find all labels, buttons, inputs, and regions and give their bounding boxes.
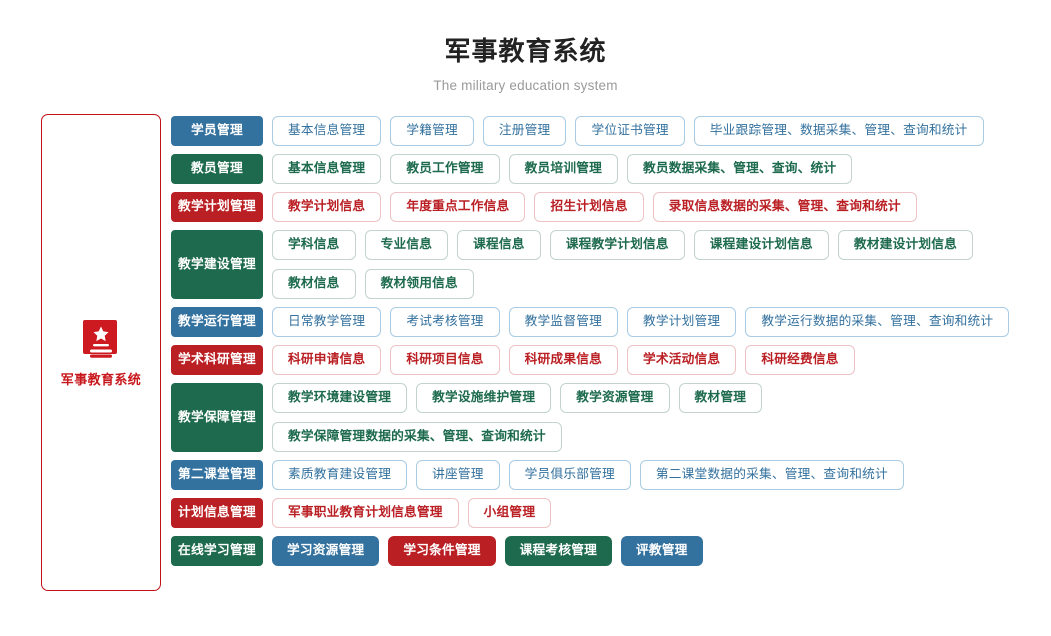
module-item-button[interactable]: 军事职业教育计划信息管理	[272, 498, 459, 529]
module-item-button[interactable]: 讲座管理	[416, 460, 500, 491]
row-items: 教学环境建设管理教学设施维护管理教学资源管理教材管理教学保障管理数据的采集、管理…	[272, 383, 1051, 453]
module-item-button[interactable]: 学籍管理	[390, 116, 474, 147]
module-row: 教学保障管理教学环境建设管理教学设施维护管理教学资源管理教材管理教学保障管理数据…	[171, 383, 1051, 453]
module-item-button[interactable]: 教学计划信息	[272, 192, 382, 223]
row-label-4[interactable]: 教学运行管理	[171, 307, 263, 338]
row-label-0[interactable]: 学员管理	[171, 116, 263, 147]
row-label-6[interactable]: 教学保障管理	[171, 383, 263, 453]
module-item-button[interactable]: 小组管理	[467, 498, 552, 529]
module-item-button[interactable]: 基本信息管理	[272, 116, 382, 147]
module-item-button[interactable]: 教材管理	[678, 383, 763, 414]
module-item-button[interactable]: 日常教学管理	[272, 307, 382, 338]
module-item-button[interactable]: 评教管理	[620, 536, 703, 567]
module-item-button[interactable]: 招生计划信息	[534, 192, 644, 223]
module-item-button[interactable]: 科研成果信息	[508, 345, 618, 376]
module-item-button[interactable]: 年度重点工作信息	[390, 192, 526, 223]
row-items: 教学计划信息年度重点工作信息招生计划信息录取信息数据的采集、管理、查询和统计	[272, 192, 1051, 223]
row-items: 基本信息管理教员工作管理教员培训管理教员数据采集、管理、查询、统计	[272, 154, 1051, 185]
sidebar-brand-card[interactable]: 军事教育系统	[41, 114, 161, 592]
row-label-7[interactable]: 第二课堂管理	[171, 460, 263, 491]
module-item-button[interactable]: 教员数据采集、管理、查询、统计	[626, 154, 853, 185]
module-item-button[interactable]: 教学运行数据的采集、管理、查询和统计	[745, 307, 1010, 338]
module-item-button[interactable]: 课程建设计划信息	[693, 230, 829, 261]
module-item-button[interactable]: 学科信息	[272, 230, 356, 261]
module-item-button[interactable]: 学习资源管理	[272, 536, 380, 567]
module-item-button[interactable]: 毕业跟踪管理、数据采集、管理、查询和统计	[693, 116, 984, 147]
module-item-button[interactable]: 教学环境建设管理	[272, 383, 408, 414]
module-row: 学员管理基本信息管理学籍管理注册管理学位证书管理毕业跟踪管理、数据采集、管理、查…	[171, 116, 1051, 147]
module-item-button[interactable]: 素质教育建设管理	[272, 460, 408, 491]
module-item-button[interactable]: 学习条件管理	[388, 536, 496, 567]
row-label-8[interactable]: 计划信息管理	[171, 498, 263, 529]
module-item-button[interactable]: 学位证书管理	[575, 116, 685, 147]
page-subtitle: The military education system	[433, 78, 618, 94]
module-item-button[interactable]: 课程考核管理	[504, 536, 612, 567]
module-item-button[interactable]: 教学计划管理	[626, 307, 737, 338]
row-items: 基本信息管理学籍管理注册管理学位证书管理毕业跟踪管理、数据采集、管理、查询和统计	[272, 116, 1051, 147]
row-items: 日常教学管理考试考核管理教学监督管理教学计划管理教学运行数据的采集、管理、查询和…	[272, 307, 1051, 338]
module-row: 第二课堂管理素质教育建设管理讲座管理学员俱乐部管理第二课堂数据的采集、管理、查询…	[171, 460, 1051, 491]
row-label-9[interactable]: 在线学习管理	[171, 536, 263, 567]
module-item-button[interactable]: 学术活动信息	[626, 345, 737, 376]
content-area: 军事教育系统 学员管理基本信息管理学籍管理注册管理学位证书管理毕业跟踪管理、数据…	[0, 93, 1051, 592]
module-item-button[interactable]: 教员培训管理	[508, 154, 618, 185]
module-item-button[interactable]: 专业信息	[364, 230, 449, 261]
module-item-button[interactable]: 注册管理	[482, 116, 567, 147]
module-row: 学术科研管理科研申请信息科研项目信息科研成果信息学术活动信息科研经费信息	[171, 345, 1051, 376]
row-items: 军事职业教育计划信息管理小组管理	[272, 498, 1051, 529]
module-item-button[interactable]: 考试考核管理	[390, 307, 500, 338]
module-item-button[interactable]: 课程教学计划信息	[549, 230, 685, 261]
row-items: 学科信息专业信息课程信息课程教学计划信息课程建设计划信息教材建设计划信息教材信息…	[272, 230, 1051, 300]
book-star-icon	[81, 318, 121, 362]
module-item-button[interactable]: 教学保障管理数据的采集、管理、查询和统计	[272, 422, 562, 453]
row-items: 学习资源管理学习条件管理课程考核管理评教管理	[272, 536, 1051, 567]
module-row: 在线学习管理学习资源管理学习条件管理课程考核管理评教管理	[171, 536, 1051, 567]
row-label-2[interactable]: 教学计划管理	[171, 192, 263, 223]
module-item-button[interactable]: 教员工作管理	[390, 154, 500, 185]
row-items: 素质教育建设管理讲座管理学员俱乐部管理第二课堂数据的采集、管理、查询和统计	[272, 460, 1051, 491]
module-row: 计划信息管理军事职业教育计划信息管理小组管理	[171, 498, 1051, 529]
row-label-3[interactable]: 教学建设管理	[171, 230, 263, 300]
row-label-5[interactable]: 学术科研管理	[171, 345, 263, 376]
module-item-button[interactable]: 录取信息数据的采集、管理、查询和统计	[652, 192, 917, 223]
sidebar-brand-label: 军事教育系统	[60, 371, 142, 387]
row-label-1[interactable]: 教员管理	[171, 154, 263, 185]
page-title: 军事教育系统	[444, 36, 607, 66]
module-item-button[interactable]: 课程信息	[457, 230, 541, 261]
module-item-button[interactable]: 教材建设计划信息	[837, 230, 974, 261]
module-rows: 学员管理基本信息管理学籍管理注册管理学位证书管理毕业跟踪管理、数据采集、管理、查…	[171, 114, 1051, 567]
module-item-button[interactable]: 教材领用信息	[364, 269, 474, 300]
module-item-button[interactable]: 教学设施维护管理	[416, 383, 552, 414]
module-row: 教学建设管理学科信息专业信息课程信息课程教学计划信息课程建设计划信息教材建设计划…	[171, 230, 1051, 300]
module-row: 教员管理基本信息管理教员工作管理教员培训管理教员数据采集、管理、查询、统计	[171, 154, 1051, 185]
module-row: 教学运行管理日常教学管理考试考核管理教学监督管理教学计划管理教学运行数据的采集、…	[171, 307, 1051, 338]
module-item-button[interactable]: 科研申请信息	[272, 345, 382, 376]
module-item-button[interactable]: 教材信息	[272, 269, 356, 300]
module-item-button[interactable]: 科研经费信息	[745, 345, 855, 376]
module-row: 教学计划管理教学计划信息年度重点工作信息招生计划信息录取信息数据的采集、管理、查…	[171, 192, 1051, 223]
module-item-button[interactable]: 教学资源管理	[560, 383, 670, 414]
page-header: 军事教育系统 The military education system	[0, 0, 1051, 93]
module-item-button[interactable]: 学员俱乐部管理	[508, 460, 631, 491]
module-item-button[interactable]: 第二课堂数据的采集、管理、查询和统计	[639, 460, 904, 491]
module-item-button[interactable]: 基本信息管理	[272, 154, 382, 185]
module-item-button[interactable]: 科研项目信息	[390, 345, 500, 376]
row-items: 科研申请信息科研项目信息科研成果信息学术活动信息科研经费信息	[272, 345, 1051, 376]
module-item-button[interactable]: 教学监督管理	[508, 307, 618, 338]
